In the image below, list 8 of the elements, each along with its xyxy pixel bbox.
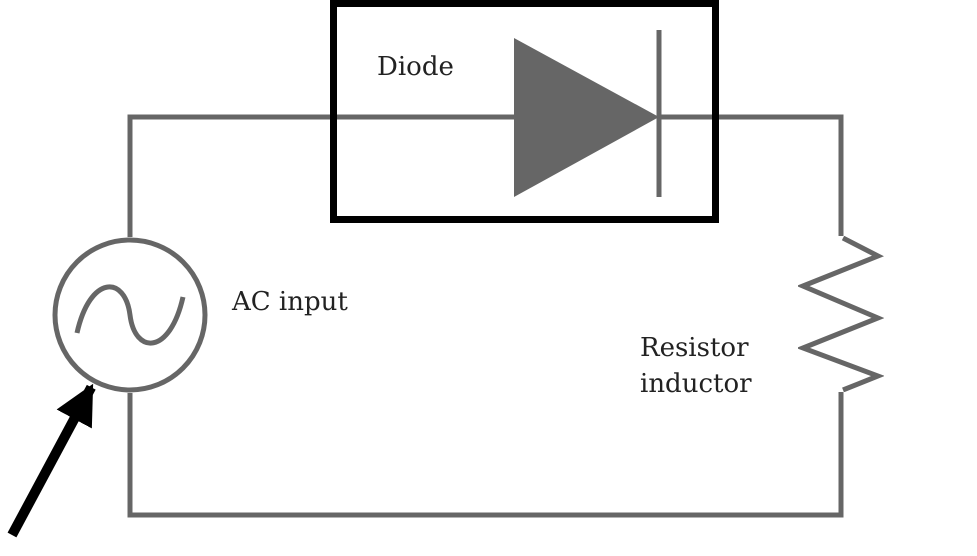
wire: [719, 114, 844, 236]
wire: [128, 392, 844, 518]
component-caption: Resistor inductor: [640, 332, 753, 401]
component-box: [330, 0, 719, 223]
component-label: Diode: [377, 51, 454, 84]
component-caption: AC input: [232, 286, 349, 319]
arrow: [8, 384, 96, 538]
wire: [128, 114, 330, 237]
